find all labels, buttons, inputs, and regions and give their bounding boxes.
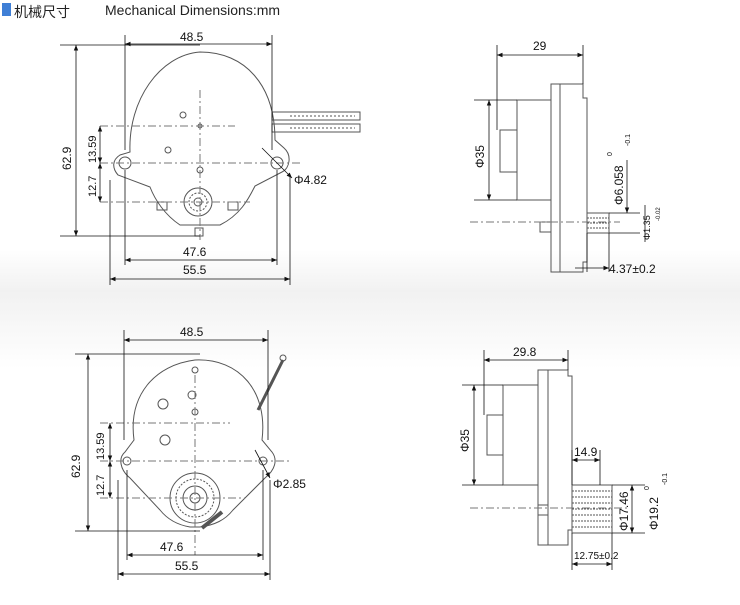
- bottom-side-dia-body: Φ35: [458, 429, 472, 452]
- bottom-side-dims: [462, 350, 645, 570]
- top-front-h2: 12.7: [87, 176, 99, 197]
- title-chinese: 机械尺寸: [14, 5, 70, 21]
- bottom-panel: [0, 290, 740, 605]
- top-front-view: [100, 51, 361, 240]
- bottom-front-h1: 13.59: [95, 432, 107, 460]
- top-front-dims: [60, 35, 293, 285]
- bottom-front-dims: [75, 330, 271, 580]
- top-front-hole-dia: Φ4.82: [294, 173, 327, 187]
- bottom-front-height: 62.9: [69, 454, 83, 478]
- bottom-side-gear-dia-outer: Φ19.2: [647, 497, 661, 530]
- title-english: Mechanical Dimensions:mm: [105, 2, 281, 18]
- top-side-motor: [516, 99, 552, 201]
- page-header: 机械尺寸 Mechanical Dimensions:mm: [0, 0, 740, 22]
- bottom-side-gear-tol-top: 0: [644, 486, 651, 490]
- top-side-dims: [474, 45, 646, 272]
- bottom-side-depth: 29.8: [513, 345, 537, 359]
- top-front-w-holes: 47.6: [183, 245, 207, 259]
- top-front-height: 62.9: [60, 146, 74, 170]
- top-panel: [0, 22, 740, 290]
- top-front-width-top: 48.5: [180, 30, 204, 44]
- bottom-front-hole-dia: Φ2.85: [273, 477, 306, 491]
- top-side-dia-body: Φ35: [473, 145, 487, 168]
- top-front-h1: 13.59: [87, 135, 99, 163]
- bottom-front-wire: [256, 359, 285, 411]
- bottom-side-gear-len: 12.75±0.2: [574, 551, 619, 562]
- header-marker: [2, 3, 11, 16]
- bottom-front-w-holes: 47.6: [160, 540, 184, 554]
- bottom-side-gear-offset: 14.9: [574, 445, 598, 459]
- bottom-side-flange: [537, 369, 573, 546]
- top-side-depth: 29: [533, 39, 547, 53]
- bottom-front-h2: 12.7: [95, 475, 107, 496]
- top-side-flange: [550, 83, 588, 273]
- top-front-body: [113, 51, 290, 226]
- top-side-flat-tol: -0.02: [656, 207, 662, 221]
- top-side-view: [470, 83, 620, 273]
- bottom-front-width-top: 48.5: [180, 325, 204, 339]
- bottom-side-gear-dia-inner: Φ17.46: [617, 491, 631, 531]
- bottom-front-body: [120, 359, 276, 528]
- bottom-side-view: [470, 369, 630, 546]
- top-side-flat: Φ1.35: [642, 215, 652, 240]
- top-front-w-total: 55.5: [183, 263, 207, 277]
- top-side-shaft-tol-bot: -0.1: [625, 134, 632, 146]
- bottom-side-gear-tol-bot: -0.1: [662, 473, 669, 485]
- bottom-side-motor: [502, 384, 539, 486]
- bottom-front-w-total: 55.5: [175, 559, 199, 573]
- top-side-shaft-len: 4.37±0.2: [609, 262, 656, 276]
- top-side-shaft-tol-top: 0: [607, 152, 614, 156]
- top-side-shaft-dia: Φ6.058: [612, 165, 626, 205]
- bottom-front-view: [100, 354, 290, 555]
